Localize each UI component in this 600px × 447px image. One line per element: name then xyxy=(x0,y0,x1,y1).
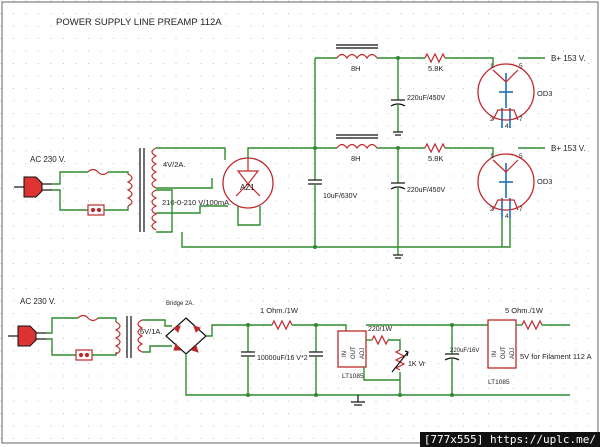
filament-label: 5V for Filament 112 A xyxy=(520,352,592,361)
cap-10000uf-2 xyxy=(309,325,323,395)
lt2-out: OUT xyxy=(501,346,507,359)
pin1-b: 1 xyxy=(490,153,494,160)
cap-10000-label: 10000uF/16 V*2 xyxy=(257,355,308,362)
lt1-in: IN xyxy=(342,351,348,357)
lt1-out: OUT xyxy=(351,346,357,359)
ac-plug-bottom xyxy=(8,325,46,347)
pin2-b: 2 xyxy=(490,206,494,213)
resistor-1ohm xyxy=(271,319,293,331)
cap-220-a-label: 220uF/450V xyxy=(407,95,445,102)
sec-6v-label: 6V/1A. xyxy=(140,327,163,336)
od3-b-label: OD3 xyxy=(537,177,552,186)
res-5ohm-label: 5 Ohm./1W xyxy=(505,306,544,315)
top-supply: AC 230 V. 4V/2A. 210-0-210 V/100mA. xyxy=(14,44,586,259)
pin5-a: 5 xyxy=(519,63,523,70)
ac-plug-top xyxy=(14,176,52,198)
watermark: [777x555] https://uplc.me/ xyxy=(419,432,600,447)
lt2-in: IN xyxy=(492,351,498,357)
choke-top-label: 8H xyxy=(351,64,361,73)
lt1-label: LT1085 xyxy=(342,373,364,380)
resistor-58k-a xyxy=(424,52,446,64)
od3-a-label: OD3 xyxy=(537,89,552,98)
bplus-a-label: B+ 153 V. xyxy=(551,54,586,63)
resistor-220 xyxy=(371,334,389,346)
pin7-a: 7 xyxy=(519,116,523,123)
sec-hv-label: 210-0-210 V/100mA. xyxy=(162,198,231,207)
pot-1k xyxy=(391,349,409,373)
pin4-b: 4 xyxy=(505,213,509,220)
fuse-top xyxy=(87,168,109,176)
pin7-b: 7 xyxy=(519,206,523,213)
transformer-bottom xyxy=(114,316,144,358)
ac-label-bottom: AC 230 V. xyxy=(20,297,56,306)
res-1ohm-label: 1 Ohm./1W xyxy=(260,306,299,315)
fuse-bottom xyxy=(77,314,99,322)
rectifier-az1 xyxy=(222,157,274,209)
az1-label: AZ1 xyxy=(240,183,255,192)
cap-10uf-label: 10uF/630V xyxy=(323,193,358,200)
cap-220-a xyxy=(390,58,406,136)
tube-od3-b xyxy=(477,153,535,218)
cap-10000uf xyxy=(241,325,255,395)
cap-220-16v xyxy=(444,325,460,395)
res-58k-a-label: 5.8K xyxy=(428,64,443,73)
choke-bottom-label: 8H xyxy=(351,154,361,163)
pin2-a: 2 xyxy=(490,116,494,123)
res-58k-b-label: 5.8K xyxy=(428,154,443,163)
ac-label-top: AC 230 V. xyxy=(30,155,66,164)
regulator-lt1085-2 xyxy=(487,319,517,369)
bridge-label: Bridge 2A. xyxy=(166,301,194,307)
bplus-b-label: B+ 153 V. xyxy=(551,144,586,153)
pin1-a: 1 xyxy=(490,63,494,70)
transformer-top xyxy=(126,147,158,232)
pin5-b: 5 xyxy=(519,153,523,160)
pot-1k-label: 1K Vr xyxy=(408,361,426,368)
cap-220-16-label: 220uF/16V xyxy=(450,348,479,354)
res-220-label: 220/1W xyxy=(368,326,393,333)
regulator-lt1085-1 xyxy=(337,330,367,368)
choke-top xyxy=(336,44,378,60)
cap-220-b-label: 220uF/450V xyxy=(407,187,445,194)
sec-4v-label: 4V/2A. xyxy=(163,160,186,169)
lt1-adj: ADJ xyxy=(360,348,366,359)
lt2-label: LT1085 xyxy=(488,379,510,386)
bottom-supply: AC 230 V. 6V/1A. xyxy=(8,297,592,406)
cap-220-b xyxy=(390,148,406,259)
page-title: POWER SUPPLY LINE PREAMP 112A xyxy=(56,17,222,28)
pin4-a: 4 xyxy=(505,123,509,130)
resistor-58k-b xyxy=(424,142,446,154)
ground-bottom xyxy=(351,395,365,406)
cap-10uf xyxy=(308,58,322,247)
lt2-adj: ADJ xyxy=(510,348,516,359)
choke-bottom xyxy=(336,134,378,150)
tube-od3-a xyxy=(477,63,535,128)
resistor-5ohm xyxy=(521,319,543,331)
